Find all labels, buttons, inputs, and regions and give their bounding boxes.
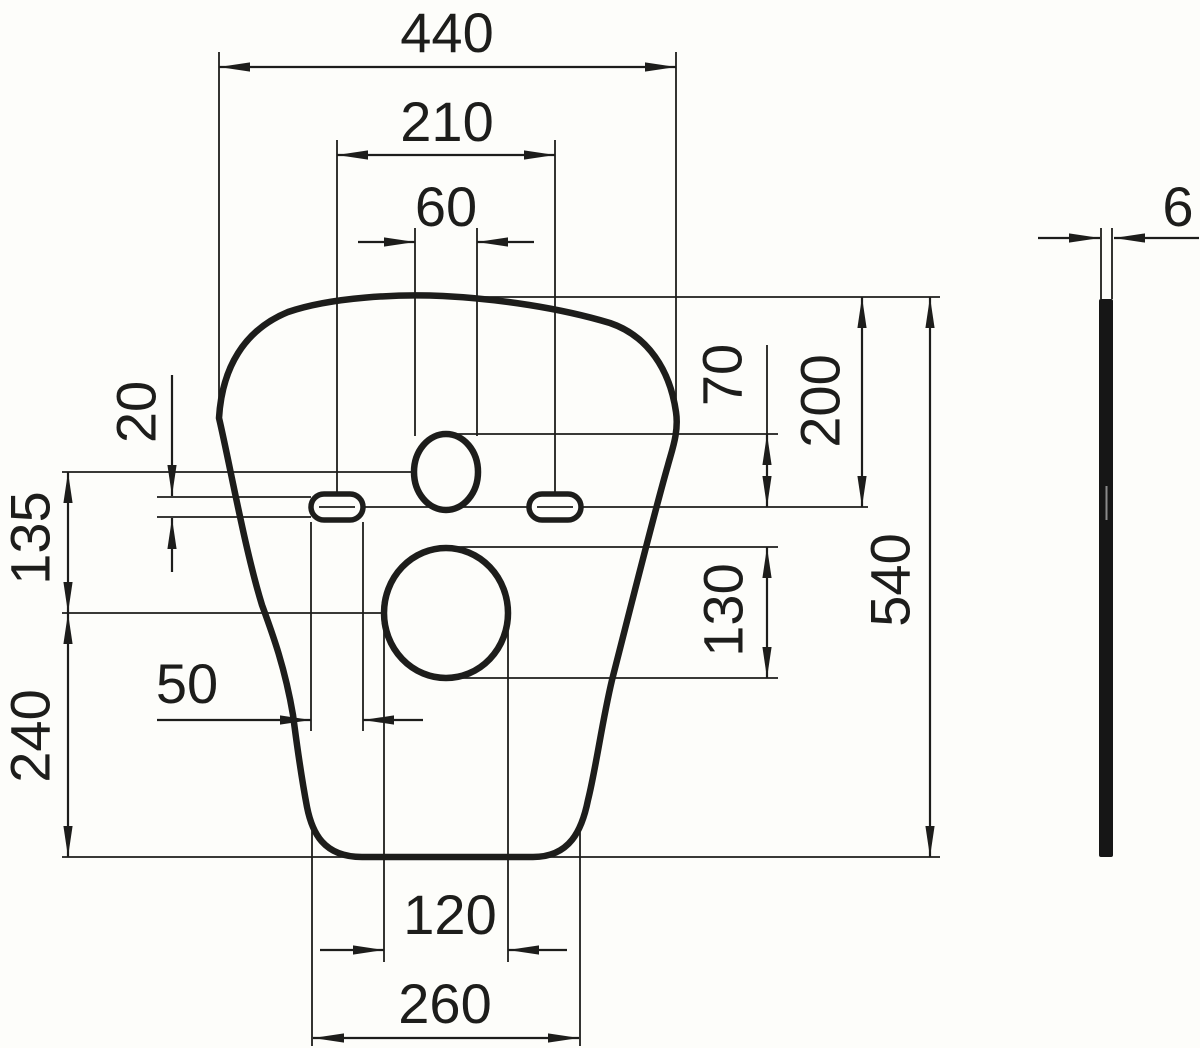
waste-outlet-hole — [380, 544, 512, 682]
label-thickness: 6 — [1162, 175, 1193, 238]
dimension-labels: 440 210 60 20 135 240 50 120 260 70 200 … — [0, 1, 922, 1035]
label-outlet-to-base: 240 — [0, 689, 62, 782]
label-slot-height: 20 — [105, 381, 168, 443]
label-inlet-to-outlet: 135 — [0, 491, 62, 584]
label-base-width: 260 — [398, 972, 491, 1035]
label-outlet-width: 120 — [403, 883, 496, 946]
dimension-lines — [63, 62, 935, 1043]
side-profile-bar — [1099, 299, 1113, 857]
label-inlet-width: 60 — [415, 175, 477, 238]
label-outlet-height: 130 — [692, 563, 755, 656]
label-slot-width: 50 — [156, 652, 218, 715]
front-view: 440 210 60 20 135 240 50 120 260 70 200 … — [0, 1, 940, 1046]
reference-lines — [62, 52, 940, 1046]
label-top-to-fixing: 200 — [789, 354, 852, 447]
label-fixing-centres: 210 — [400, 90, 493, 153]
label-inlet-drop: 70 — [691, 344, 754, 406]
water-inlet-hole — [410, 430, 482, 514]
pan-body-outline — [215, 292, 680, 861]
label-overall-height: 540 — [859, 533, 922, 626]
label-overall-width: 440 — [400, 1, 493, 64]
side-view: 6 — [1038, 175, 1199, 857]
